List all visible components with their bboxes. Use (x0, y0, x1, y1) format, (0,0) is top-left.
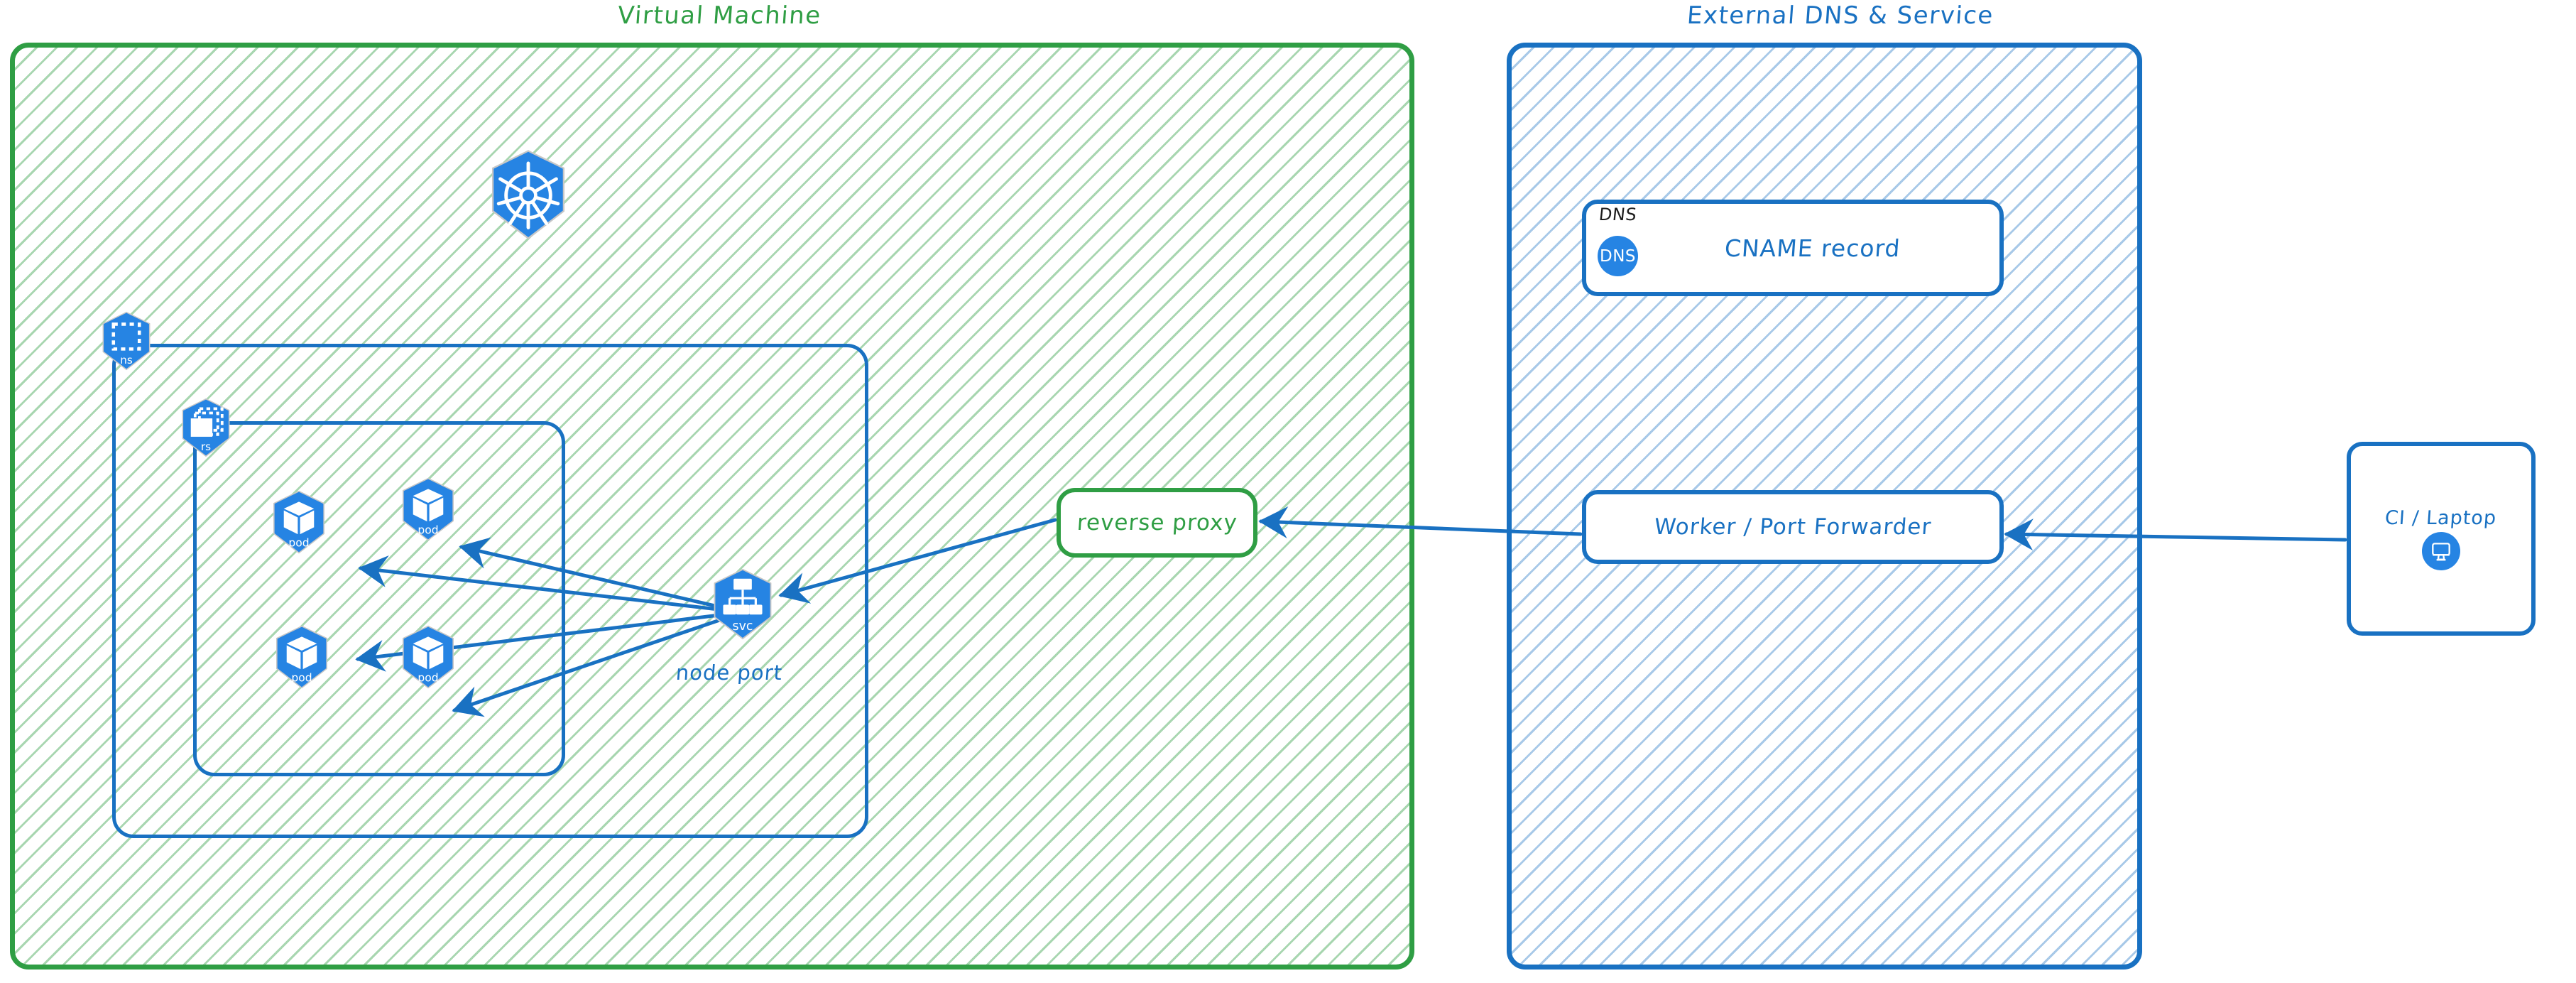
pod-icon-label: pod (417, 671, 438, 684)
pod-icon-label: pod (417, 523, 438, 536)
dns-cname-node[interactable]: CNAME record (1582, 200, 2004, 296)
ci-laptop-label: CI / Laptop (2384, 507, 2498, 529)
group-external-dns-service-title: External DNS & Service (1686, 1, 1995, 30)
group-virtual-machine-title: Virtual Machine (616, 1, 823, 30)
dns-badge-icon: DNS (1598, 236, 1638, 276)
ci-laptop-node[interactable]: CI / Laptop (2347, 442, 2536, 636)
worker-port-forwarder-label: Worker / Port Forwarder (1653, 514, 1933, 540)
replicaset-icon-label: rs (201, 440, 211, 453)
pod-icon-label: pod (288, 536, 309, 549)
dns-cname-label: CNAME record (1723, 234, 1901, 262)
monitor-icon (2422, 532, 2460, 570)
service-icon-label: svc (733, 619, 753, 634)
node-port-caption: node port (675, 661, 784, 685)
reverse-proxy-node[interactable]: reverse proxy (1057, 488, 1257, 558)
worker-port-forwarder-node[interactable]: Worker / Port Forwarder (1582, 490, 2004, 564)
dns-tag-label: DNS (1598, 205, 1638, 224)
namespace-icon-label: ns (120, 354, 133, 366)
pod-icon-label: pod (291, 671, 312, 684)
reverse-proxy-label: reverse proxy (1076, 510, 1238, 536)
replicaset-boundary[interactable] (193, 421, 565, 776)
